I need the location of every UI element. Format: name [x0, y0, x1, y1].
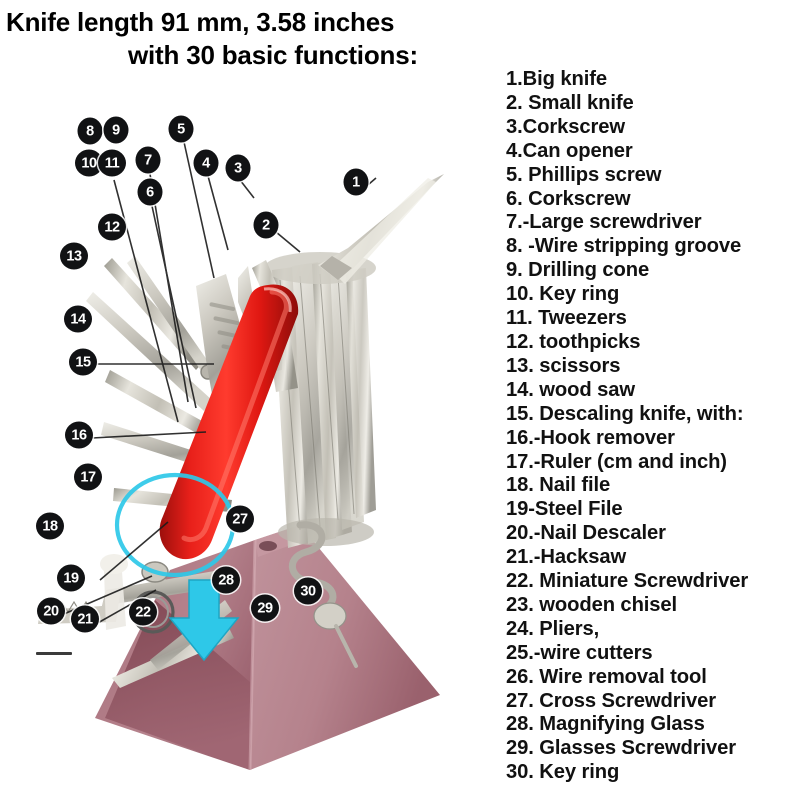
- legend-item-13: 13. scissors: [506, 354, 621, 377]
- legend-item-1: 1.Big knife: [506, 68, 607, 90]
- legend-item-3: 3.Corkscrew: [506, 115, 625, 138]
- callout-marker-3: 3: [225, 154, 251, 182]
- legend-item-4: 4.Can opener: [506, 139, 633, 162]
- callout-marker-11: 11: [98, 149, 126, 177]
- callout-marker-20: 20: [37, 597, 65, 625]
- callout-marker-14: 14: [64, 305, 92, 333]
- legend-item-30: 30. Key ring: [506, 761, 620, 784]
- legend-item-10: 10. Key ring: [506, 283, 620, 306]
- legend-item-17: 17.-Ruler (cm and inch): [506, 450, 727, 473]
- callout-marker-17: 17: [74, 463, 102, 491]
- legend-item-2: 2. Small knife: [506, 91, 634, 114]
- callout-marker-4: 4: [193, 149, 219, 177]
- legend-item-6: 6. Corkscrew: [506, 187, 631, 210]
- legend-item-26: 26. Wire removal tool: [506, 665, 707, 688]
- callout-marker-5: 5: [168, 115, 194, 143]
- big-knife-blade: [318, 174, 444, 284]
- legend-item-14: 14. wood saw: [506, 378, 635, 401]
- callout-marker-18: 18: [36, 512, 64, 540]
- callout-marker-21: 21: [71, 605, 99, 633]
- legend-item-18: 18. Nail file: [506, 474, 611, 497]
- legend-item-16: 16.-Hook remover: [506, 426, 675, 449]
- legend-item-25: 25.-wire cutters: [506, 641, 653, 664]
- legend-item-15: 15. Descaling knife, with:: [506, 402, 744, 425]
- callout-marker-9: 9: [103, 116, 129, 144]
- legend-item-11: 11. Tweezers: [506, 307, 627, 330]
- scale-dash-mark: [36, 652, 72, 655]
- callout-marker-22: 22: [129, 598, 157, 626]
- callout-marker-2: 2: [253, 211, 279, 239]
- legend-item-21: 21.-Hacksaw: [506, 546, 627, 569]
- legend-item-29: 29. Glasses Screwdriver: [506, 737, 737, 760]
- callout-marker-8: 8: [77, 117, 103, 145]
- callout-marker-16: 16: [65, 421, 93, 449]
- page-title-line-1: Knife length 91 mm, 3.58 inches: [6, 7, 395, 37]
- corkscrew-tip: [313, 602, 358, 668]
- legend-item-12: 12. toothpicks: [506, 330, 641, 353]
- blade-stack: [264, 252, 376, 548]
- callout-marker-6: 6: [137, 178, 163, 206]
- callout-marker-15: 15: [69, 348, 97, 376]
- legend-item-19: 19-Steel File: [506, 498, 623, 521]
- callout-marker-27: 27: [226, 505, 254, 533]
- callout-marker-7: 7: [135, 146, 161, 174]
- legend-item-23: 23. wooden chisel: [506, 593, 678, 616]
- legend-item-5: 5. Phillips screw: [506, 163, 662, 186]
- legend-item-20: 20.-Nail Descaler: [506, 522, 666, 545]
- knife-illustration-svg: [38, 174, 444, 770]
- legend-item-7: 7.-Large screwdriver: [506, 211, 702, 234]
- tool-blades-left: [38, 256, 234, 688]
- callout-marker-29: 29: [251, 594, 279, 622]
- knife-illustration: [0, 70, 500, 770]
- callout-marker-12: 12: [98, 213, 126, 241]
- callout-marker-30: 30: [294, 577, 322, 605]
- legend-item-8: 8. -Wire stripping groove: [506, 235, 742, 258]
- page-title-line-2: with 30 basic functions:: [128, 40, 418, 71]
- legend-item-24: 24. Pliers,: [506, 617, 600, 640]
- red-handle: [159, 284, 299, 560]
- leader-lines: [63, 141, 377, 625]
- callout-marker-1: 1: [343, 168, 369, 196]
- callout-marker-19: 19: [57, 564, 85, 592]
- page-title: Knife length 91 mm, 3.58 inches with 30 …: [0, 6, 500, 73]
- callout-marker-28: 28: [212, 566, 240, 594]
- legend-item-22: 22. Miniature Screwdriver: [506, 570, 749, 593]
- legend-item-28: 28. Magnifying Glass: [506, 713, 705, 736]
- legend-item-27: 27. Cross Screwdriver: [506, 689, 716, 712]
- callout-marker-13: 13: [60, 242, 88, 270]
- legend-item-9: 9. Drilling cone: [506, 259, 650, 282]
